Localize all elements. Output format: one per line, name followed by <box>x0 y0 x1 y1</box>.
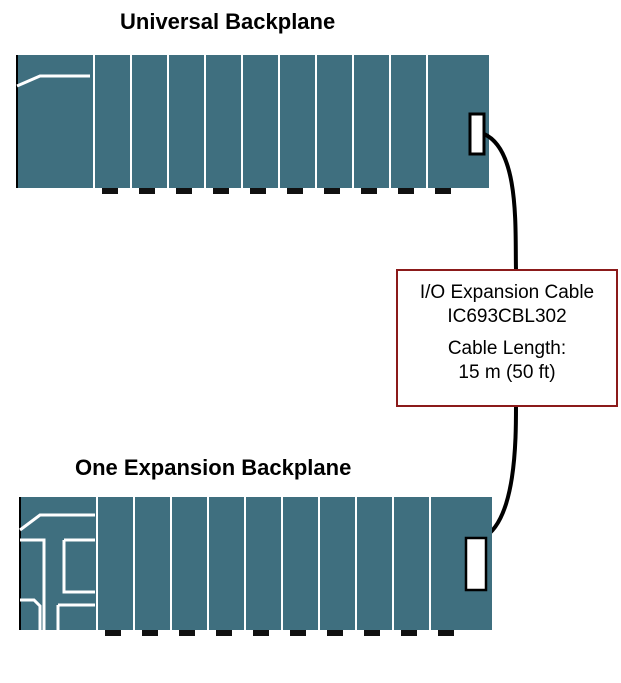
universal-backplane-connector-pin <box>361 188 377 194</box>
expansion-cable <box>481 132 518 540</box>
expansion-backplane-connector-pin <box>364 630 380 636</box>
universal-backplane-connector-pin <box>139 188 155 194</box>
universal-backplane-slot-dividers <box>93 55 428 188</box>
expansion-backplane <box>19 497 492 636</box>
cable-callout: I/O Expansion Cable IC693CBL302 Cable Le… <box>396 269 618 407</box>
expansion-backplane-slot-dividers <box>96 497 431 630</box>
expansion-backplane-connector-pin <box>290 630 306 636</box>
power-supply-outline <box>16 74 90 88</box>
cable-part-number: IC693CBL302 <box>447 306 567 327</box>
expansion-backplane-connector-pin <box>142 630 158 636</box>
universal-backplane-connector-pin <box>287 188 303 194</box>
universal-backplane-connector-pin <box>250 188 266 194</box>
cable-length-label: Cable Length: <box>447 338 567 359</box>
expansion-port-bottom <box>464 536 488 592</box>
expansion-backplane-connector-pins <box>105 630 454 636</box>
expansion-backplane-connector-pin <box>216 630 232 636</box>
universal-backplane <box>16 55 489 194</box>
expansion-backplane-panel <box>20 497 492 630</box>
universal-backplane-title: Universal Backplane <box>120 9 336 34</box>
universal-backplane-panel <box>17 55 489 188</box>
universal-backplane-connector-pin <box>213 188 229 194</box>
cable-length-value: 15 m (50 ft) <box>458 362 556 383</box>
callout-spacer <box>398 329 616 337</box>
expansion-power-supply-outline <box>19 513 95 630</box>
universal-backplane-connector-pin <box>435 188 451 194</box>
expansion-backplane-title: One Expansion Backplane <box>75 455 352 480</box>
expansion-backplane-connector-pin <box>105 630 121 636</box>
expansion-port-top <box>468 112 486 156</box>
universal-backplane-connector-pin <box>398 188 414 194</box>
expansion-backplane-connector-pin <box>327 630 343 636</box>
universal-backplane-connector-pins <box>102 188 451 194</box>
universal-backplane-connector-pin <box>324 188 340 194</box>
expansion-backplane-connector-pin <box>438 630 454 636</box>
expansion-backplane-connector-pin <box>179 630 195 636</box>
universal-backplane-connector-pin <box>176 188 192 194</box>
universal-backplane-connector-pin <box>102 188 118 194</box>
expansion-backplane-connector-pin <box>401 630 417 636</box>
cable-name: I/O Expansion Cable <box>419 282 595 303</box>
expansion-backplane-connector-pin <box>253 630 269 636</box>
